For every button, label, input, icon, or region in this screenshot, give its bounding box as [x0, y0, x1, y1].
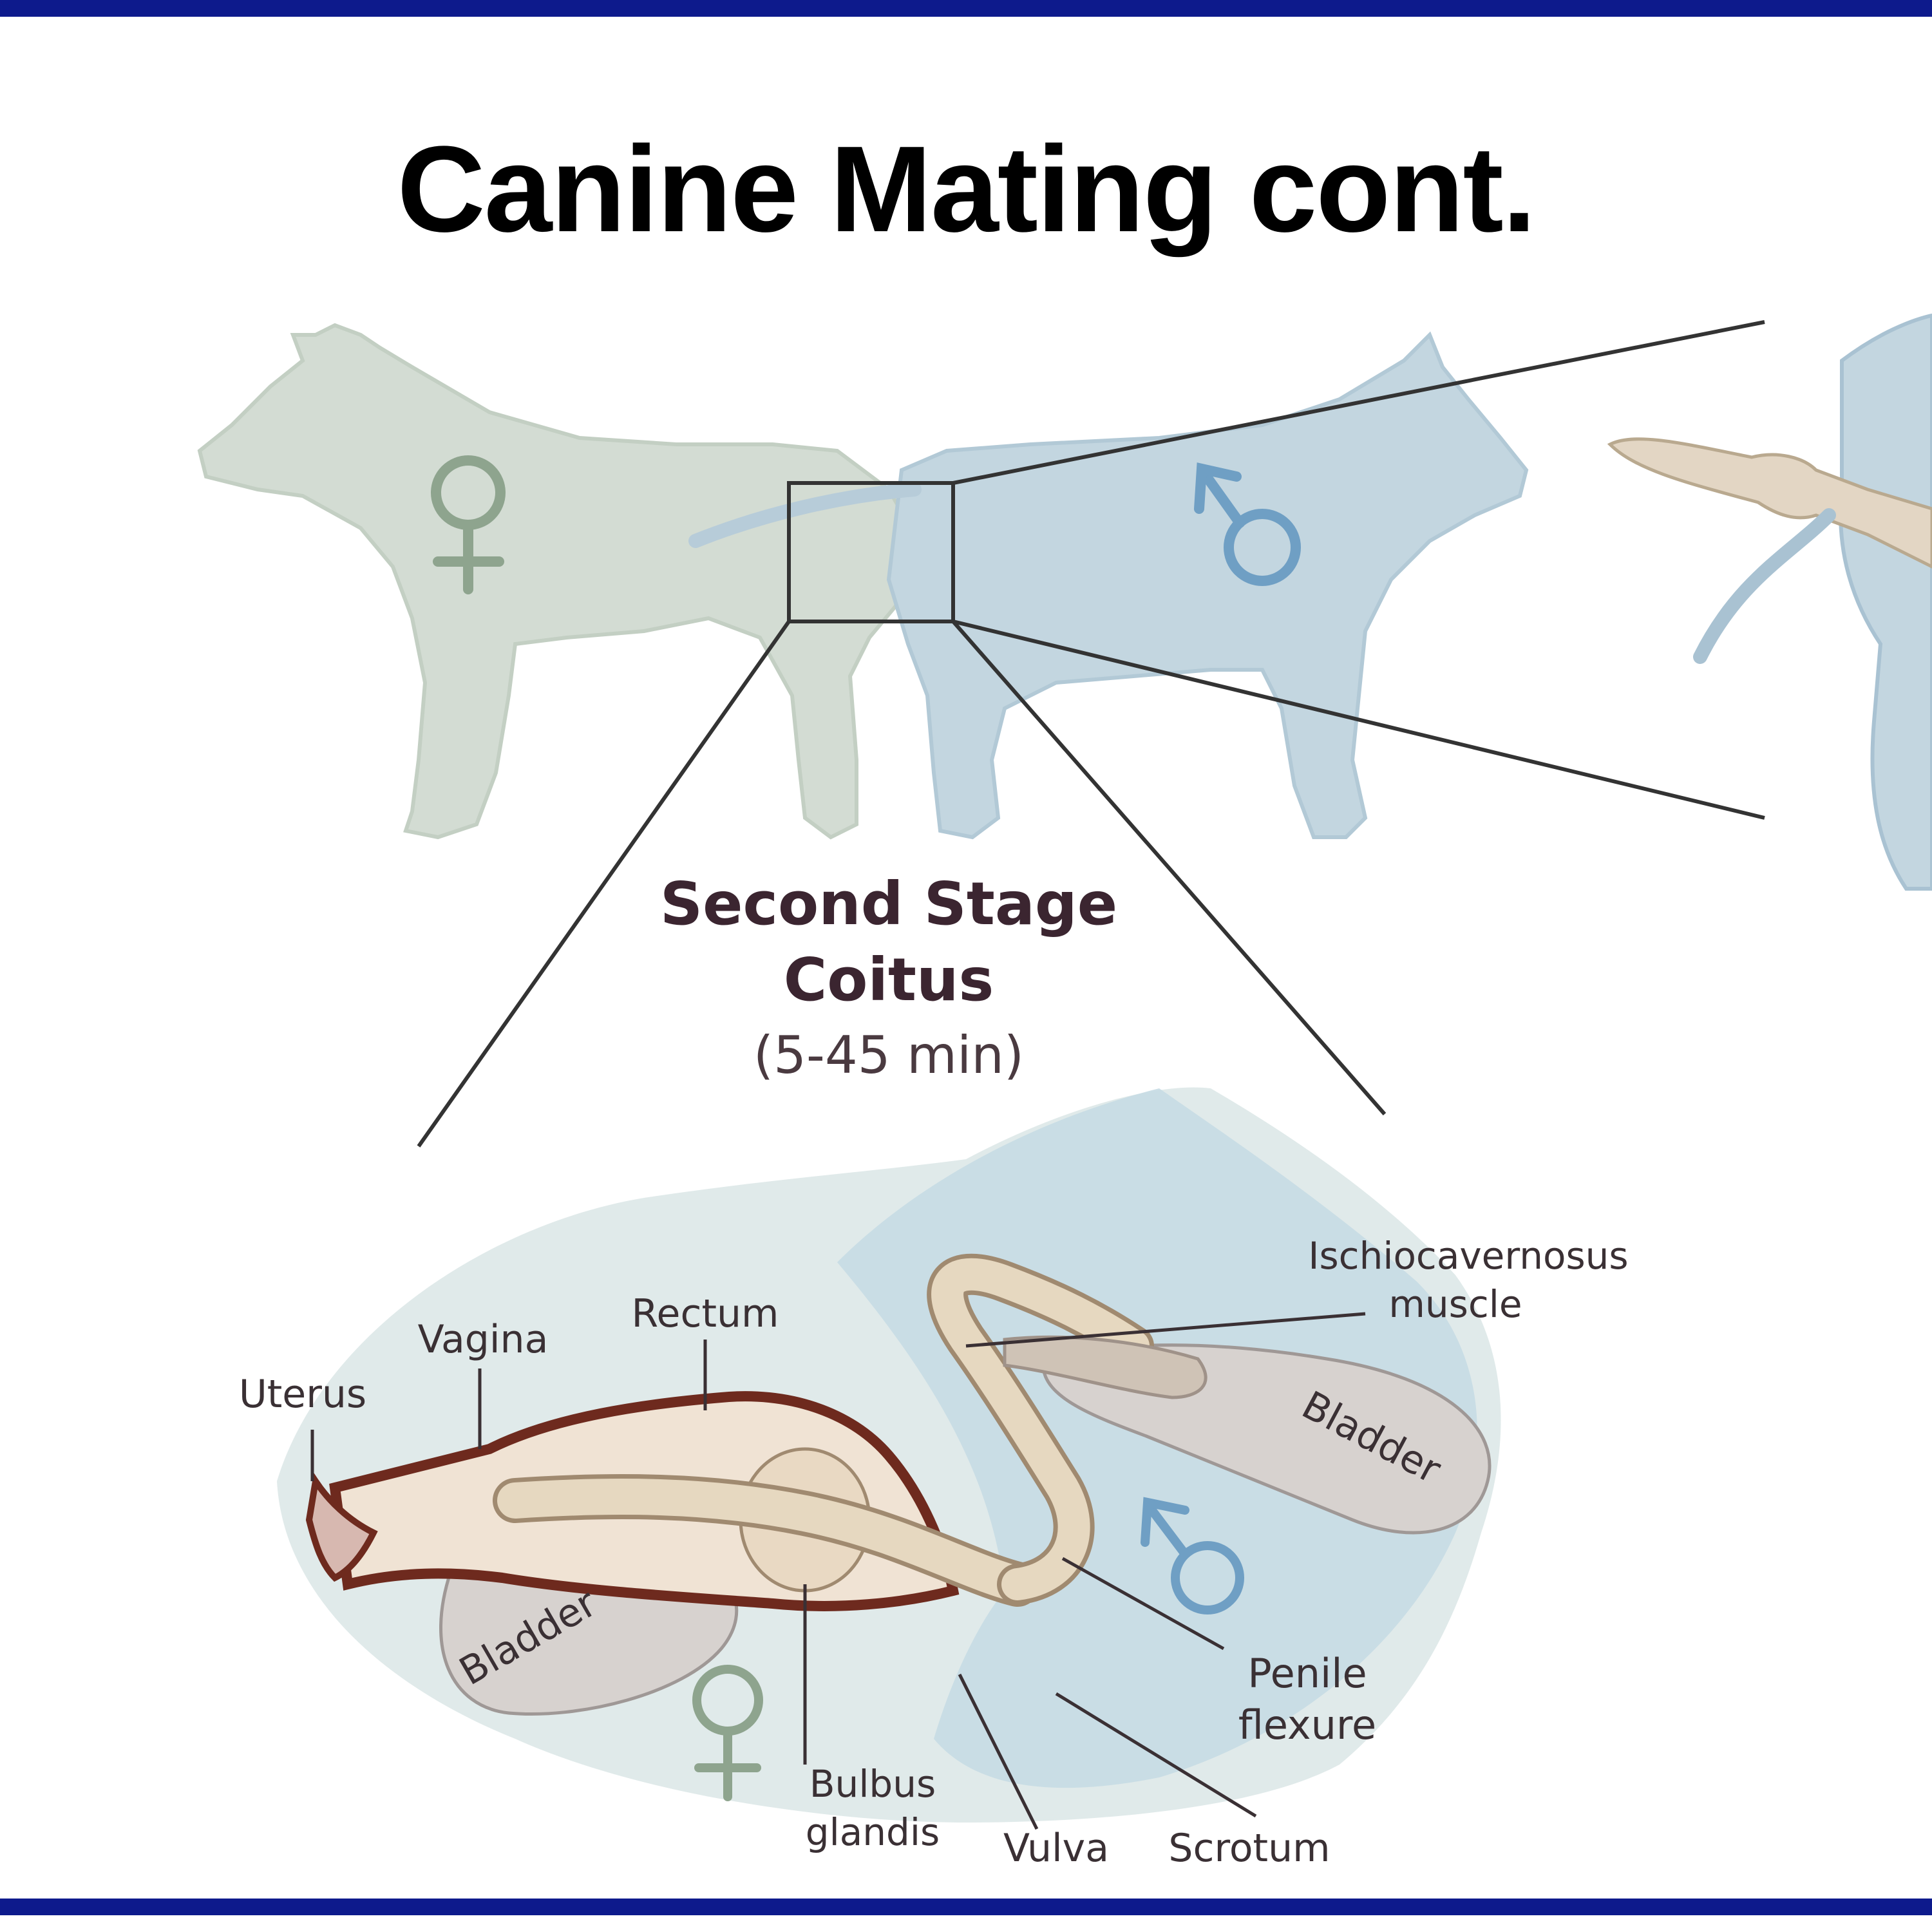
zoom-box [787, 481, 955, 623]
label-penile-line1: Penile [1247, 1650, 1367, 1697]
label-uterus: Uterus [239, 1372, 366, 1417]
penis-inner [497, 1479, 1036, 1602]
stage-label: Second Stage Coitus (5-45 min) [567, 866, 1211, 1093]
leader-lines [310, 1312, 1366, 1830]
label-scrotum: Scrotum [1168, 1826, 1330, 1871]
zoom-line-top-right [952, 320, 1765, 485]
ischiocavernosus-muscle [1003, 1335, 1208, 1399]
stage-duration: (5-45 min) [753, 1025, 1025, 1085]
male-symbol-bottom-icon [1141, 1497, 1244, 1615]
zoom-line-right [951, 620, 1387, 1115]
male-dog-silhouette [886, 331, 1529, 840]
uterus [305, 1472, 378, 1582]
male-tail [688, 482, 922, 548]
stage-line2: Coitus [783, 945, 994, 1014]
male-symbol-icon [1194, 462, 1301, 586]
stage-line1: Second Stage [659, 869, 1118, 938]
slide-title: Canine Mating cont. [397, 121, 1537, 258]
zoom-line-left [417, 620, 791, 1148]
bottom-frame-bar [0, 1899, 1932, 1915]
label-penile-line2: flexure [1238, 1701, 1376, 1748]
label-bulbus-line2: glandis [806, 1810, 940, 1854]
label-ischio-line2: muscle [1388, 1282, 1522, 1326]
female-symbol-icon [431, 455, 506, 594]
zoom-line-bottom-right [952, 620, 1765, 820]
third-stage-partial-illustration [1607, 313, 1932, 891]
penile-flexure-inner [931, 1258, 1150, 1600]
female-dog-silhouette [197, 323, 917, 840]
female-symbol-bottom-icon [692, 1665, 763, 1801]
label-ischio-line1: Ischiocavernosus [1308, 1234, 1628, 1278]
label-vulva: Vulva [1003, 1826, 1109, 1871]
label-bulbus-line1: Bulbus [810, 1762, 936, 1806]
label-vagina: Vagina [418, 1317, 549, 1362]
top-frame-bar [0, 0, 1932, 17]
label-rectum: Rectum [632, 1291, 779, 1336]
